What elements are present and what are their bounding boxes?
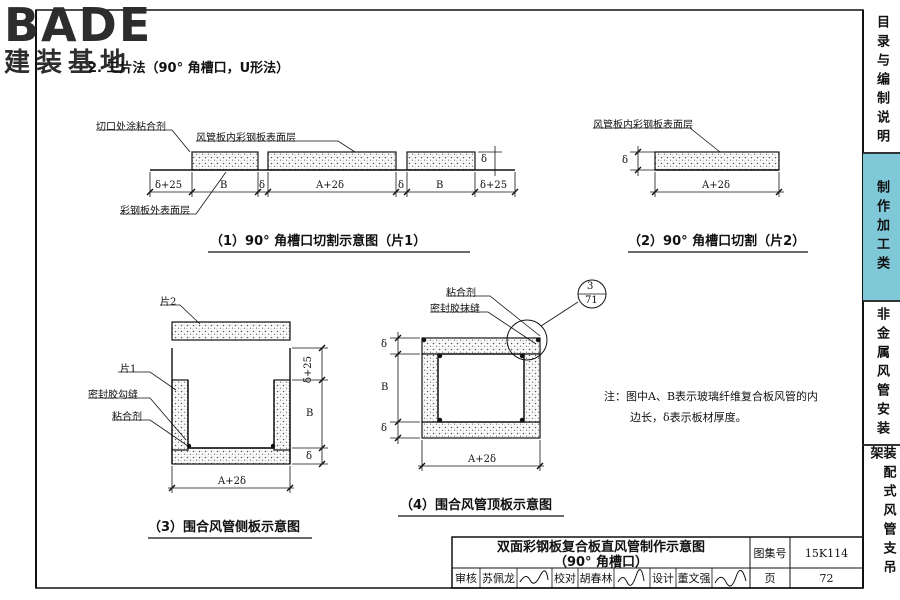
note-line2: 边长，δ表示板材厚度。	[630, 411, 747, 424]
fig1-dim-2: B	[220, 180, 228, 191]
fig3-label-piece2: 片2	[160, 297, 177, 308]
fig2-caption: （2）90° 角槽口切割（片2）	[628, 234, 806, 249]
fig1-segment-center	[267, 151, 397, 171]
side-tab-fabrication-label: 制作加工类	[874, 179, 889, 275]
fig1-cut-diagram	[96, 129, 519, 253]
fig4-caption: （4）围合风管顶板示意图	[400, 498, 553, 513]
title-block-title-line2: （90° 角槽口）	[553, 555, 649, 570]
fig4-detail-ref-top: 3	[587, 281, 594, 292]
fig1-caption: （1）90° 角槽口切割示意图（片1）	[210, 234, 427, 249]
logo-wordmark: BADE	[4, 0, 153, 52]
title-block-page-no: 72	[819, 571, 834, 585]
title-block	[451, 536, 864, 589]
side-tab-nonmetal-install[interactable]: 非金属风管安装	[863, 302, 900, 446]
fig1-dim-4: A+2δ	[316, 180, 344, 191]
title-block-atlas-label: 图集号	[753, 547, 787, 560]
fig1-segment-b-right	[406, 151, 476, 171]
fig1-dim-3: δ	[259, 180, 266, 191]
title-block-reviewer: 苏佩龙	[482, 572, 515, 585]
fig4-dim-v2: B	[381, 382, 389, 393]
fig4-dim-v3: δ	[381, 423, 388, 434]
logo-subtitle: 建装基地	[4, 48, 133, 78]
side-tab-hangers[interactable]: 装配式风管支吊架	[863, 446, 900, 588]
fig3-dim-v1: δ+25	[303, 356, 314, 384]
fig1-dim-1: δ+25	[155, 180, 183, 191]
fig1-label-glue: 切口处涂粘合剂	[96, 122, 166, 133]
fig1-label-outer-layer: 彩钢板外表面层	[120, 206, 190, 217]
title-block-review-label: 审核	[455, 572, 477, 585]
fig1-dim-7: δ+25	[480, 180, 508, 191]
fig2-label-inner-layer: 风管板内彩钢板表面层	[593, 120, 693, 131]
side-tab-catalog[interactable]: 目录与编制说明	[863, 10, 900, 154]
fig4-dim-bottom: A+2δ	[468, 454, 496, 465]
fig1-dim-5: δ	[398, 180, 405, 191]
logo: BADE 建装基地	[4, 2, 152, 78]
fig3-label-glue: 粘合剂	[112, 412, 142, 423]
title-block-design-label: 设计	[652, 572, 674, 585]
fig2-label-delta: δ	[622, 155, 629, 166]
fig2-cut-diagram	[593, 127, 808, 253]
title-block-check-label: 校对	[554, 572, 576, 585]
fig3-dim-v3: δ	[306, 451, 313, 462]
fig3-label-piece1: 片1	[120, 364, 137, 375]
fig1-dim-6: B	[436, 180, 444, 191]
fig4-dim-v1: δ	[381, 339, 388, 350]
fig3-piece2	[171, 321, 291, 341]
title-block-title-line1: 双面彩钢板复合板直风管制作示意图	[496, 540, 705, 555]
fig2-dim: A+2δ	[702, 180, 730, 191]
side-tab-hangers-label: 装配式风管支吊架	[867, 446, 896, 579]
title-block-checker: 胡春林	[579, 572, 613, 585]
fig1-label-delta: δ	[481, 154, 488, 165]
title-block-page-label: 页	[764, 572, 776, 585]
fig4-label-glue: 粘合剂	[446, 288, 476, 299]
fig4-detail-ref-bottom: 71	[585, 295, 598, 306]
fig1-label-inner-layer: 风管板内彩钢板表面层	[196, 133, 296, 144]
note-line1: 注：图中A、B表示玻璃纤维复合板风管的内	[604, 390, 819, 403]
fig3-side-panel-diagram	[88, 304, 328, 539]
section-title: 2. 三片法（90° 角槽口，U形法）	[88, 61, 290, 76]
fig3-dim-v2: B	[306, 408, 314, 419]
title-block-designer: 董文强	[677, 572, 711, 585]
fig3-label-sealant: 密封胶勾缝	[88, 390, 138, 401]
title-block-atlas-no: 15K114	[804, 546, 849, 560]
fig3-caption: （3）围合风管侧板示意图	[148, 520, 301, 535]
fig4-top-panel-diagram	[390, 279, 607, 517]
side-tab-fabrication[interactable]: 制作加工类	[863, 154, 900, 302]
side-tab-catalog-label: 目录与编制说明	[874, 14, 889, 148]
fig3-dim-bottom: A+2δ	[218, 476, 246, 487]
fig1-segment-b-left	[191, 151, 259, 171]
fig4-label-sealant: 密封胶抹缝	[430, 304, 480, 315]
side-tab-nonmetal-install-label: 非金属风管安装	[874, 306, 889, 440]
